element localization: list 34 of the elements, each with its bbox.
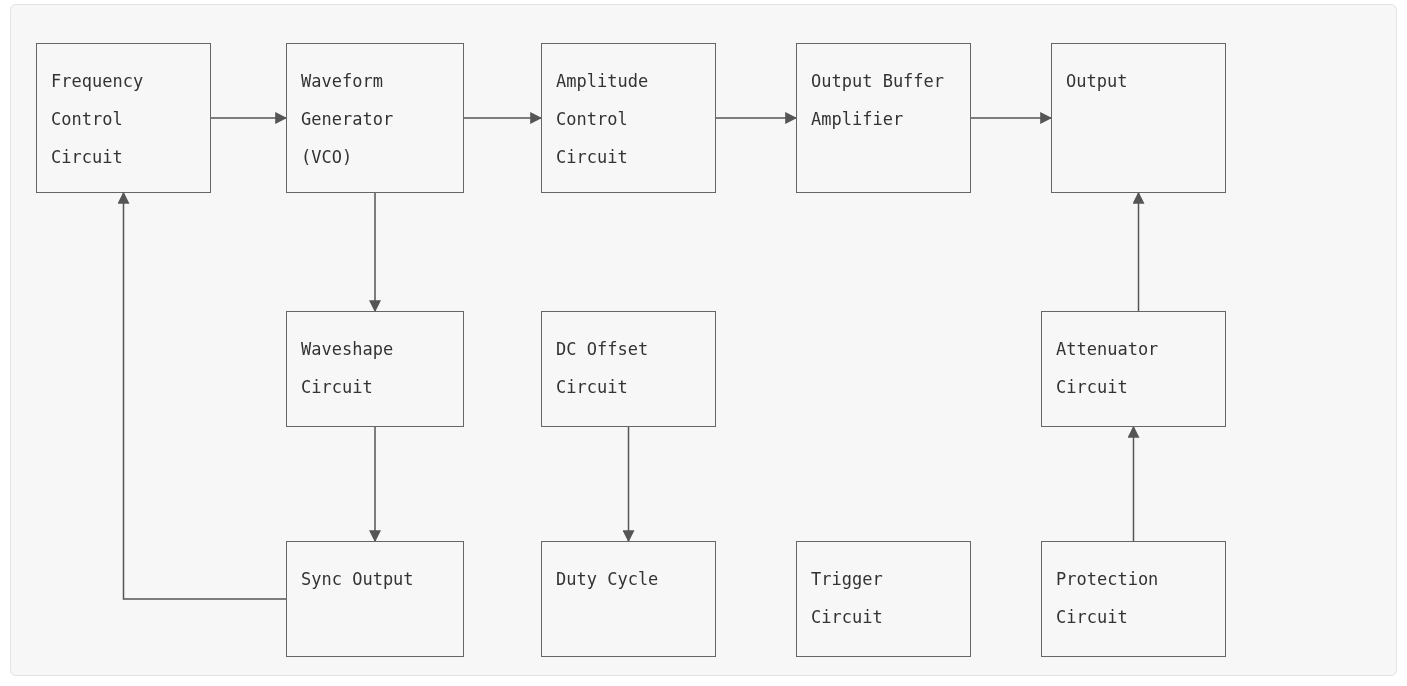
block-box: [541, 43, 716, 193]
block-box: [36, 43, 211, 193]
block-label: Sync Output: [301, 568, 415, 591]
block-label: DC Offset Circuit: [556, 338, 650, 399]
block-box: [1041, 541, 1226, 657]
block-box: [1041, 311, 1226, 427]
block-box: [541, 541, 716, 657]
block-label: Duty Cycle: [556, 568, 660, 591]
block-label: Attenuator Circuit: [1056, 338, 1160, 399]
arrow: [622, 426, 635, 543]
block-label: Amplitude Control Circuit: [556, 70, 650, 169]
block-box: [1051, 43, 1226, 193]
block-label: Protection Circuit: [1056, 568, 1160, 629]
arrow: [970, 112, 1053, 124]
block-box: [796, 541, 971, 657]
block-box: [796, 43, 971, 193]
block-label: Trigger Circuit: [811, 568, 884, 629]
arrow: [210, 112, 288, 124]
block-label: Waveshape Circuit: [301, 338, 395, 399]
arrow: [369, 426, 381, 543]
block-box: [286, 43, 464, 193]
block-label: Output Buffer Amplifier: [811, 70, 946, 131]
arrow: [1132, 191, 1145, 312]
block-label: Output: [1066, 70, 1129, 93]
block-box: [286, 541, 464, 657]
arrow: [715, 112, 798, 124]
arrow: [117, 191, 287, 600]
block-label: Frequency Control Circuit: [51, 70, 145, 169]
block-box: [541, 311, 716, 427]
block-label: Waveform Generator (VCO): [301, 70, 395, 169]
arrow: [1127, 425, 1140, 542]
arrow: [463, 112, 543, 124]
block-box: [286, 311, 464, 427]
arrow: [369, 192, 381, 313]
